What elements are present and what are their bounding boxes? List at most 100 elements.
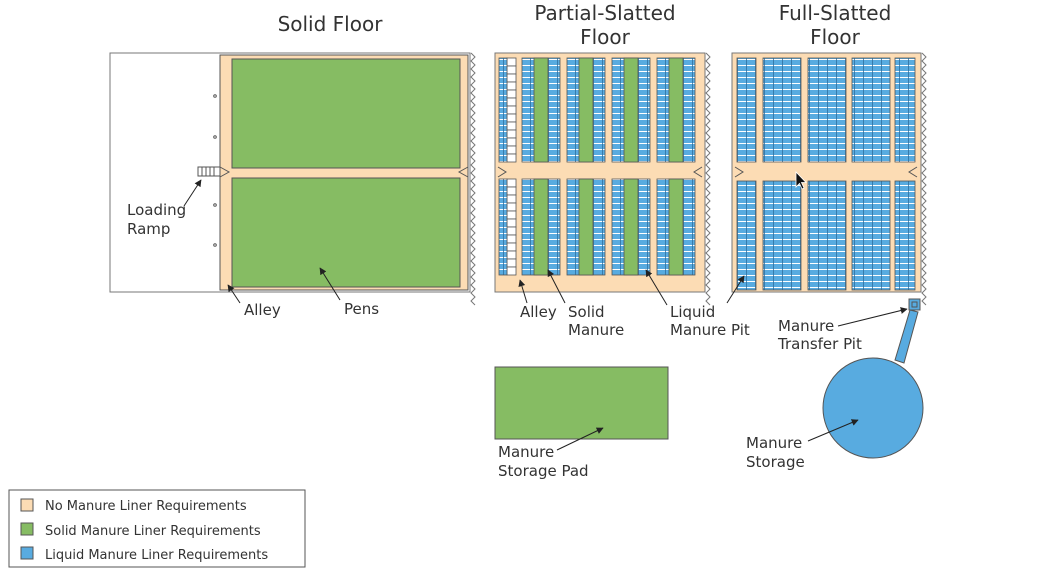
manure-storage-arrow [807, 419, 859, 442]
feeder-cell [506, 202, 517, 212]
feeder-cell [506, 186, 517, 196]
feeder-cell [506, 226, 517, 236]
manure-storage-tank [822, 357, 924, 459]
feeder-cell [506, 258, 517, 268]
solid-manure-strip [668, 178, 684, 276]
pens-arrow [319, 267, 341, 301]
feeder-cell [506, 250, 517, 260]
full-slatted-pens [736, 57, 916, 291]
solid-floor-barn: Solid Floor Loading Ramp Alley Pens [109, 12, 476, 319]
feeder-cell [506, 121, 517, 131]
partial-slatted-pens [498, 57, 696, 276]
partial-alley-label: Alley [520, 303, 557, 321]
legend-label-no-liner: No Manure Liner Requirements [45, 499, 247, 514]
transfer-pit-arrow [837, 307, 908, 327]
wavy-edge-partial [705, 52, 711, 306]
solid-manure-strip [578, 57, 594, 163]
solid-floor-title: Solid Floor [278, 12, 384, 36]
feeder-cell [506, 234, 517, 244]
gate-full-left [734, 166, 744, 178]
loading-ramp-arrow [183, 179, 202, 207]
mouse-cursor [795, 171, 807, 190]
storage-pad-arrow [556, 427, 604, 451]
full-slatted-title-line1: Full-Slatted [779, 1, 892, 25]
legend-label-solid: Solid Manure Liner Requirements [45, 524, 261, 539]
legend-label-liquid: Liquid Manure Liner Requirements [45, 548, 268, 563]
partial-alley-arrow [518, 279, 528, 304]
solid-manure-label-line1: Solid [568, 303, 605, 321]
solid-manure-strip [533, 178, 549, 276]
full-slatted-pen [762, 180, 802, 291]
feeder-cell [506, 145, 517, 155]
manure-storage-pad [494, 366, 669, 440]
full-liquid-pit-arrow [726, 275, 745, 304]
transfer-pit-inner [911, 301, 918, 308]
gate-partial-left [497, 166, 507, 178]
manure-transfer-pit [908, 298, 921, 311]
full-slatted-pen [894, 57, 916, 163]
legend-box [8, 489, 306, 568]
transfer-pipe [894, 309, 919, 364]
liquid-manure-pit-arrow [645, 269, 668, 306]
feeder-cell [506, 242, 517, 252]
manure-storage-label-line2: Storage [746, 453, 805, 471]
partial-slatted-barn: Partial-Slatted Floor Alley Solid Manure… [494, 1, 750, 339]
solid-manure-arrow [547, 269, 566, 304]
solid-manure-strip [623, 57, 639, 163]
legend-swatch-no-liner [20, 498, 34, 512]
loading-ramp-label-line2: Ramp [127, 220, 170, 238]
loading-ramp-label-line1: Loading [127, 201, 186, 219]
full-slatted-pen [762, 57, 802, 163]
feeder-cell [506, 57, 517, 67]
liquid-manure-pit-label-line1: Liquid [670, 303, 715, 321]
feeder-cell [506, 97, 517, 107]
feeder-cell [506, 266, 517, 276]
feeder-cell [506, 105, 517, 115]
gate-partial-right [693, 166, 703, 178]
transfer-pit-label-line1: Manure [778, 317, 834, 335]
feeder-cell [506, 218, 517, 228]
slat-strip [498, 57, 508, 163]
manure-storage-pad-group: Manure Storage Pad [494, 366, 669, 480]
feeder-cell [506, 153, 517, 163]
pen-top [231, 58, 461, 169]
wavy-edge-solid [470, 52, 476, 306]
gate-left [219, 166, 231, 178]
solid-manure-strip [578, 178, 594, 276]
pens-label: Pens [344, 300, 379, 318]
solid-floor-alley-label: Alley [244, 301, 281, 319]
legend-swatch-liquid [20, 546, 34, 560]
feeder-cell [506, 81, 517, 91]
feeder-cell [506, 73, 517, 83]
feeder-cell [506, 113, 517, 123]
full-slatted-pen [851, 57, 891, 163]
feeder-cell [506, 89, 517, 99]
full-slatted-title-line2: Floor [810, 25, 861, 49]
manure-storage-label-line1: Manure [746, 434, 802, 452]
storage-pad-label-line2: Storage Pad [498, 462, 589, 480]
storage-pad-label-line1: Manure [498, 443, 554, 461]
partial-slatted-title-line1: Partial-Slatted [534, 1, 675, 25]
full-slatted-pen [851, 180, 891, 291]
slat-strip [498, 178, 508, 276]
legend: No Manure Liner Requirements Solid Manur… [8, 489, 306, 568]
feeder-cell [506, 210, 517, 220]
feeder-cell [506, 178, 517, 188]
feeder-column [506, 57, 517, 163]
full-slatted-pen [736, 180, 757, 291]
solid-manure-strip [623, 178, 639, 276]
solid-manure-label-line2: Manure [568, 321, 624, 339]
legend-swatch-solid [20, 522, 34, 536]
transfer-pit-label-line2: Transfer Pit [777, 335, 862, 353]
loading-ramp [197, 166, 221, 177]
full-slatted-pen [736, 57, 757, 163]
feeder-cell [506, 129, 517, 139]
wavy-edge-full [921, 52, 927, 306]
liquid-manure-pit-label-line2: Manure Pit [670, 321, 750, 339]
full-slatted-pen [807, 57, 847, 163]
solid-manure-strip [533, 57, 549, 163]
feeder-cell [506, 65, 517, 75]
full-slatted-barn: Full-Slatted Floor Manure Transfer Pit M… [726, 1, 927, 471]
gate-full-right [908, 166, 918, 178]
